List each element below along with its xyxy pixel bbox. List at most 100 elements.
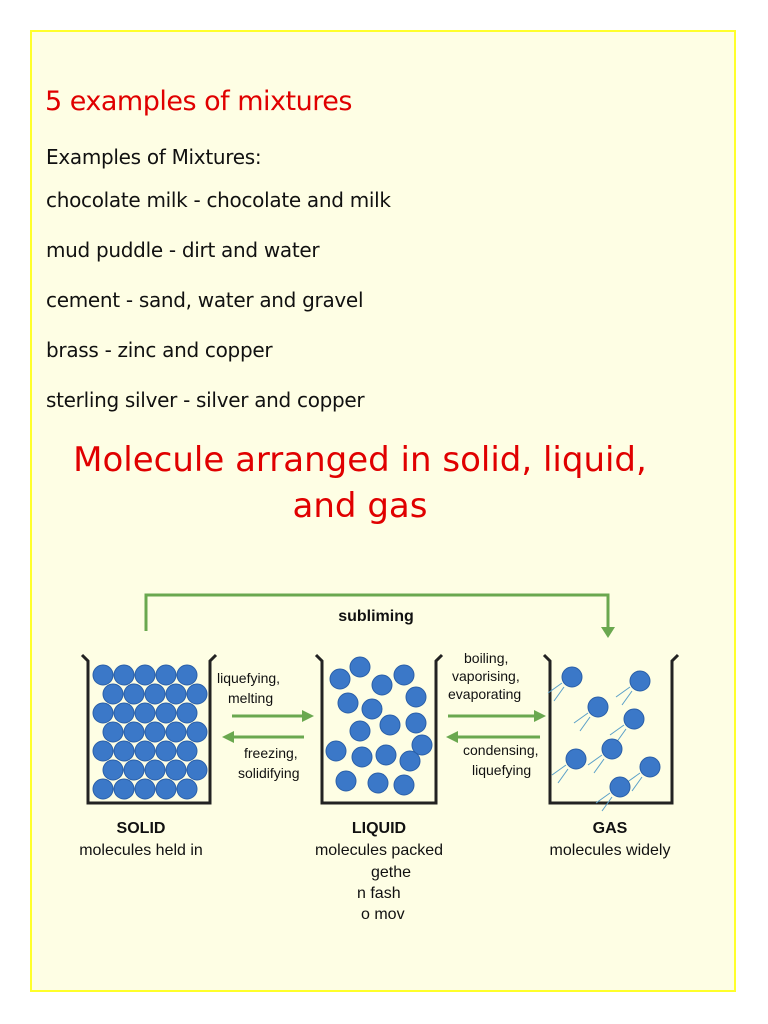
gas-desc: molecules widely xyxy=(550,842,671,859)
solid-beaker xyxy=(80,653,218,805)
subliming-label: subliming xyxy=(338,608,414,625)
molecule xyxy=(335,770,357,792)
molecule xyxy=(629,670,651,692)
molecule xyxy=(123,759,145,781)
melting-arrowhead xyxy=(302,710,314,722)
molecule xyxy=(351,746,373,768)
molecule xyxy=(102,759,124,781)
molecule xyxy=(639,756,661,778)
molecule xyxy=(92,664,114,686)
boiling-label-3: evaporating xyxy=(448,686,521,702)
molecule xyxy=(155,778,177,800)
melting-label-1: liquefying, xyxy=(217,670,280,686)
molecule xyxy=(113,740,135,762)
molecule xyxy=(165,721,187,743)
section-title-line1: Molecule arranged in solid, liquid, xyxy=(73,440,647,480)
example-4: brass - zinc and copper xyxy=(46,338,273,362)
molecule xyxy=(186,759,208,781)
molecule xyxy=(165,759,187,781)
melting-label: liquefying, melting xyxy=(217,670,284,706)
example-2: mud puddle - dirt and water xyxy=(46,238,320,262)
molecule xyxy=(399,750,421,772)
molecule xyxy=(186,683,208,705)
molecule xyxy=(379,714,401,736)
molecule xyxy=(144,683,166,705)
liquid-desc: molecules packed xyxy=(315,842,443,859)
molecule xyxy=(134,740,156,762)
gas-beaker xyxy=(542,653,680,812)
molecule xyxy=(371,674,393,696)
motion-line xyxy=(551,764,569,784)
molecule xyxy=(92,778,114,800)
molecule xyxy=(375,744,397,766)
subliming-arrowhead xyxy=(601,627,615,638)
molecule xyxy=(176,664,198,686)
molecule xyxy=(393,774,415,796)
liquid-name: LIQUID xyxy=(352,820,406,837)
molecule xyxy=(405,712,427,734)
liquid-desc-fragments: gethe n fash o mov xyxy=(357,864,416,923)
liquid-frag-2: n fash xyxy=(357,885,401,902)
boiling-label-1: boiling, xyxy=(464,650,508,666)
molecule xyxy=(144,721,166,743)
section-title: Molecule arranged in solid, liquid, and … xyxy=(40,437,680,529)
states-of-matter-diagram: subliming liquefying, melting freezing, … xyxy=(79,593,680,923)
condensing-label-1: condensing, xyxy=(463,742,539,758)
motion-line xyxy=(573,712,591,732)
solid-molecules xyxy=(92,664,208,800)
solid-desc: molecules held in xyxy=(79,842,203,859)
molecule xyxy=(176,702,198,724)
molecule xyxy=(405,686,427,708)
boiling-label-2: vaporising, xyxy=(452,668,520,684)
molecule xyxy=(113,778,135,800)
intro-text: Examples of Mixtures: xyxy=(46,145,262,169)
molecule xyxy=(134,778,156,800)
motion-line xyxy=(547,682,565,702)
freezing-label-1: freezing, xyxy=(244,745,298,761)
molecule xyxy=(337,692,359,714)
molecule xyxy=(134,702,156,724)
freezing-arrowhead xyxy=(222,731,234,743)
molecule xyxy=(325,740,347,762)
page-frame xyxy=(30,30,736,992)
molecule xyxy=(367,772,389,794)
example-3: cement - sand, water and gravel xyxy=(46,288,364,312)
molecule xyxy=(165,683,187,705)
molecule xyxy=(155,740,177,762)
molecule xyxy=(561,666,583,688)
molecule xyxy=(176,740,198,762)
gas-name: GAS xyxy=(593,820,628,837)
molecule xyxy=(186,721,208,743)
condensing-label-2: liquefying xyxy=(472,762,531,778)
example-1: chocolate milk - chocolate and milk xyxy=(46,188,391,212)
molecule xyxy=(176,778,198,800)
molecule xyxy=(113,664,135,686)
molecule xyxy=(123,721,145,743)
molecule xyxy=(134,664,156,686)
molecule xyxy=(361,698,383,720)
molecule xyxy=(587,696,609,718)
molecule xyxy=(92,740,114,762)
solid-name: SOLID xyxy=(117,820,166,837)
molecule xyxy=(155,702,177,724)
molecule xyxy=(102,721,124,743)
gas-molecules xyxy=(547,666,661,812)
molecule xyxy=(113,702,135,724)
molecule xyxy=(349,720,371,742)
boiling-arrowhead xyxy=(534,710,546,722)
molecule xyxy=(349,656,371,678)
molecule xyxy=(609,776,631,798)
molecule xyxy=(565,748,587,770)
heading: 5 examples of mixtures xyxy=(45,86,352,117)
example-5: sterling silver - silver and copper xyxy=(46,388,365,412)
condensing-label: condensing, liquefying xyxy=(463,742,542,778)
liquid-molecules xyxy=(325,656,433,796)
molecule xyxy=(411,734,433,756)
molecule xyxy=(123,683,145,705)
liquid-beaker xyxy=(314,653,444,805)
boiling-label: boiling, vaporising, evaporating xyxy=(448,650,524,702)
section-title-line2: and gas xyxy=(292,486,428,526)
liquid-frag-3: o mov xyxy=(361,906,405,923)
subliming-arrow xyxy=(144,593,610,631)
molecule xyxy=(144,759,166,781)
